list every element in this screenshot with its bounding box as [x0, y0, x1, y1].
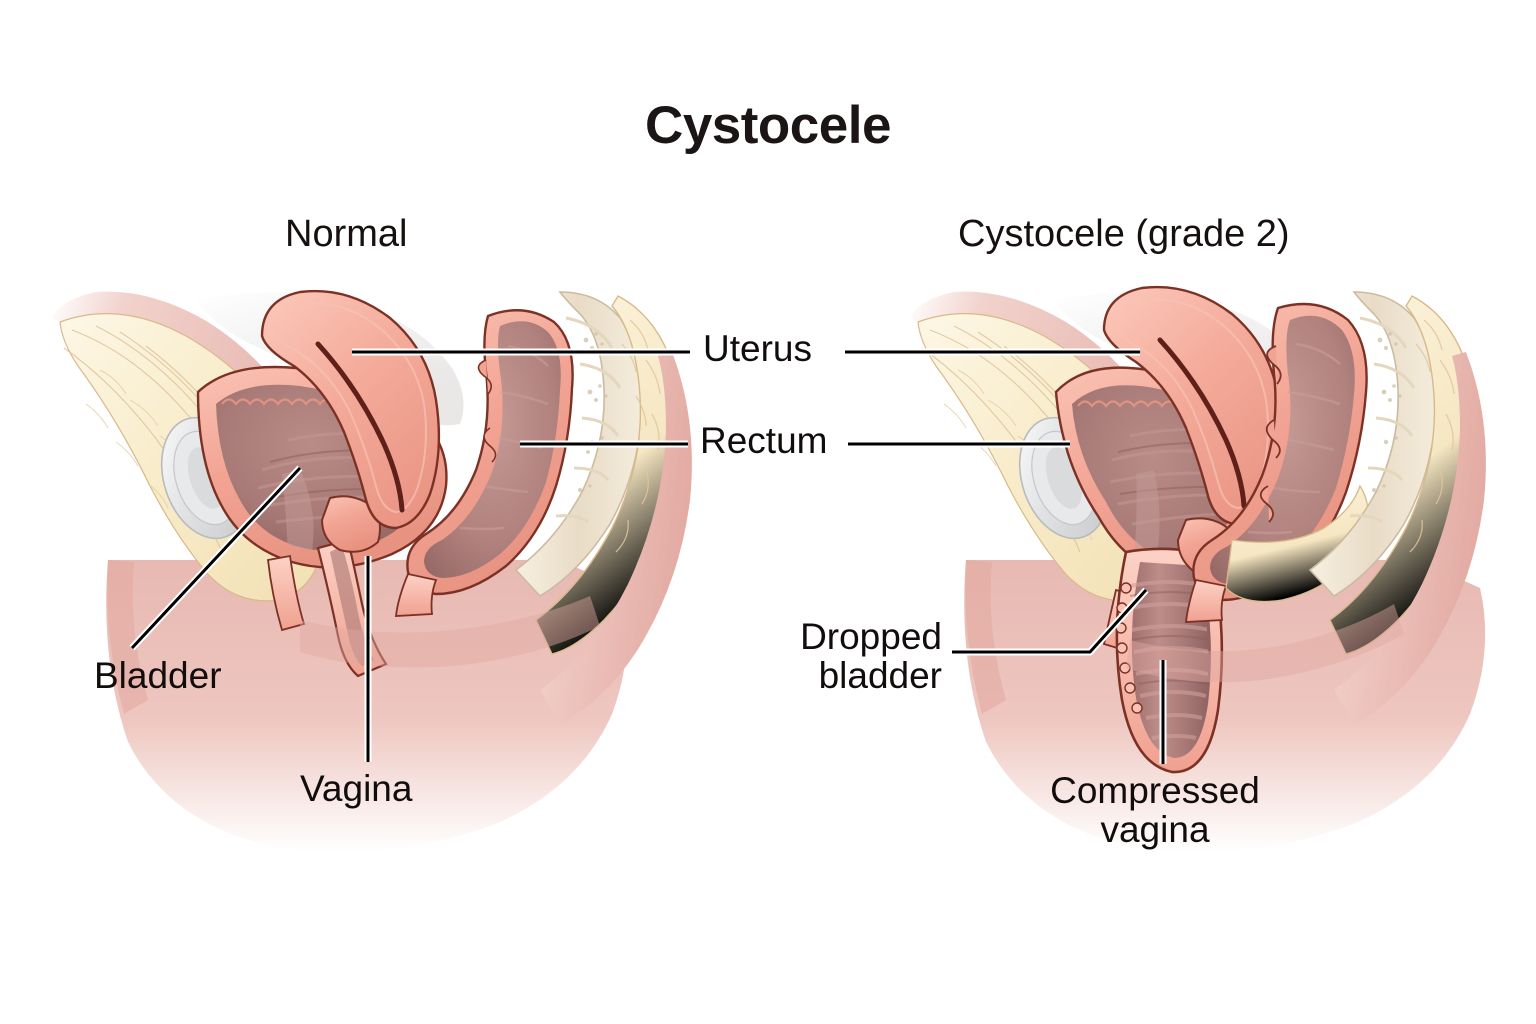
leader-dropped-bladder: [952, 587, 1149, 656]
panel-cystocele-anatomy: [910, 285, 1486, 852]
leader-bladder: [129, 465, 303, 651]
annotation-vagina: Vagina: [300, 768, 413, 809]
annotation-compressed-vagina-line2: vagina: [1100, 808, 1210, 850]
annotation-rectum: Rectum: [700, 420, 828, 461]
annotation-dropped-bladder-line1: Dropped: [800, 616, 942, 657]
annotation-bladder: Bladder: [94, 655, 222, 696]
panel-heading-cystocele: Cystocele (grade 2): [958, 213, 1290, 255]
panel-heading-normal: Normal: [285, 213, 408, 255]
page-title: Cystocele: [645, 96, 891, 155]
annotation-compressed-vagina-line1: Compressed: [1050, 770, 1260, 811]
annotation-compressed-vagina: Compressed vagina: [1030, 770, 1280, 850]
annotation-uterus: Uterus: [703, 328, 812, 369]
panel-normal-anatomy: [52, 289, 692, 852]
leader-lines: [129, 348, 1167, 764]
compressed-vagina: [1115, 547, 1224, 774]
annotation-dropped-bladder: Dropped bladder: [770, 616, 942, 696]
annotation-dropped-bladder-line2: bladder: [818, 654, 942, 696]
rectum-normal: [406, 309, 574, 596]
rectum-cystocele: [1192, 302, 1368, 602]
